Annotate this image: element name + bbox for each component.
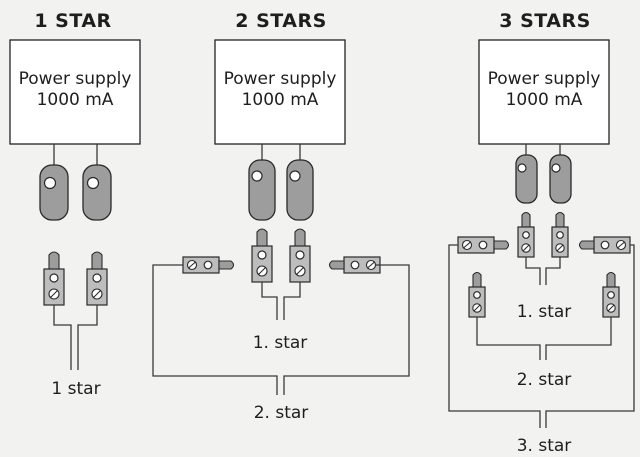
star-label-1: 1. star — [253, 333, 308, 353]
star-3-wiring — [448, 244, 635, 428]
connector-side-left — [457, 236, 510, 254]
connector-center-right — [289, 228, 311, 283]
connector-center-right — [551, 211, 569, 258]
power-supply-current: 1000 mA — [506, 90, 583, 110]
power-supply-current: 1000 mA — [37, 90, 114, 110]
star-1-wiring — [261, 282, 301, 320]
output-plug-left — [39, 164, 69, 221]
star-1-wiring — [525, 257, 561, 285]
output-plug-right — [286, 159, 314, 221]
connector-right — [86, 251, 108, 306]
connector-side-left — [182, 256, 235, 274]
power-supply-box — [9, 39, 141, 145]
output-leads — [39, 144, 112, 221]
output-plug-left — [515, 154, 538, 204]
star-label-2: 2. star — [517, 370, 572, 390]
power-supply-label: Power supply — [224, 69, 337, 89]
output-leads — [248, 144, 314, 221]
star-2-wiring — [152, 264, 410, 395]
connector-center-left — [251, 228, 273, 283]
panel-title: 1 STAR — [34, 10, 111, 32]
panel-2-stars: 2 STARS Power supply 1000 mA 1. star 2. … — [152, 10, 410, 423]
connector-side-right — [578, 236, 631, 254]
star-2-wiring — [476, 317, 612, 360]
output-plug-right — [549, 154, 572, 204]
panel-3-stars: 3 STARS Power supply 1000 mA 1. star 2. … — [448, 10, 635, 456]
star-label-1: 1. star — [517, 302, 572, 322]
star-label-3: 3. star — [517, 436, 572, 456]
star-label-1: 1 star — [51, 379, 100, 399]
star-wiring — [53, 305, 98, 370]
power-supply-box — [214, 39, 346, 145]
panel-title: 3 STARS — [499, 10, 591, 32]
power-supply-current: 1000 mA — [242, 90, 319, 110]
power-supply-label: Power supply — [19, 69, 132, 89]
output-plug-left — [248, 159, 276, 221]
connector-center-left — [517, 211, 535, 258]
output-leads — [515, 144, 572, 204]
connector-side-right — [328, 256, 381, 274]
output-plug-right — [82, 164, 112, 221]
connector-lower-right — [602, 271, 620, 318]
connector-left — [43, 251, 65, 306]
panel-1-star: 1 STAR Power supply 1000 mA 1 star — [9, 10, 141, 399]
power-supply-box — [478, 39, 610, 145]
star-label-2: 2. star — [254, 403, 309, 423]
panel-title: 2 STARS — [235, 10, 327, 32]
power-supply-label: Power supply — [488, 69, 601, 89]
connector-lower-left — [468, 271, 486, 318]
